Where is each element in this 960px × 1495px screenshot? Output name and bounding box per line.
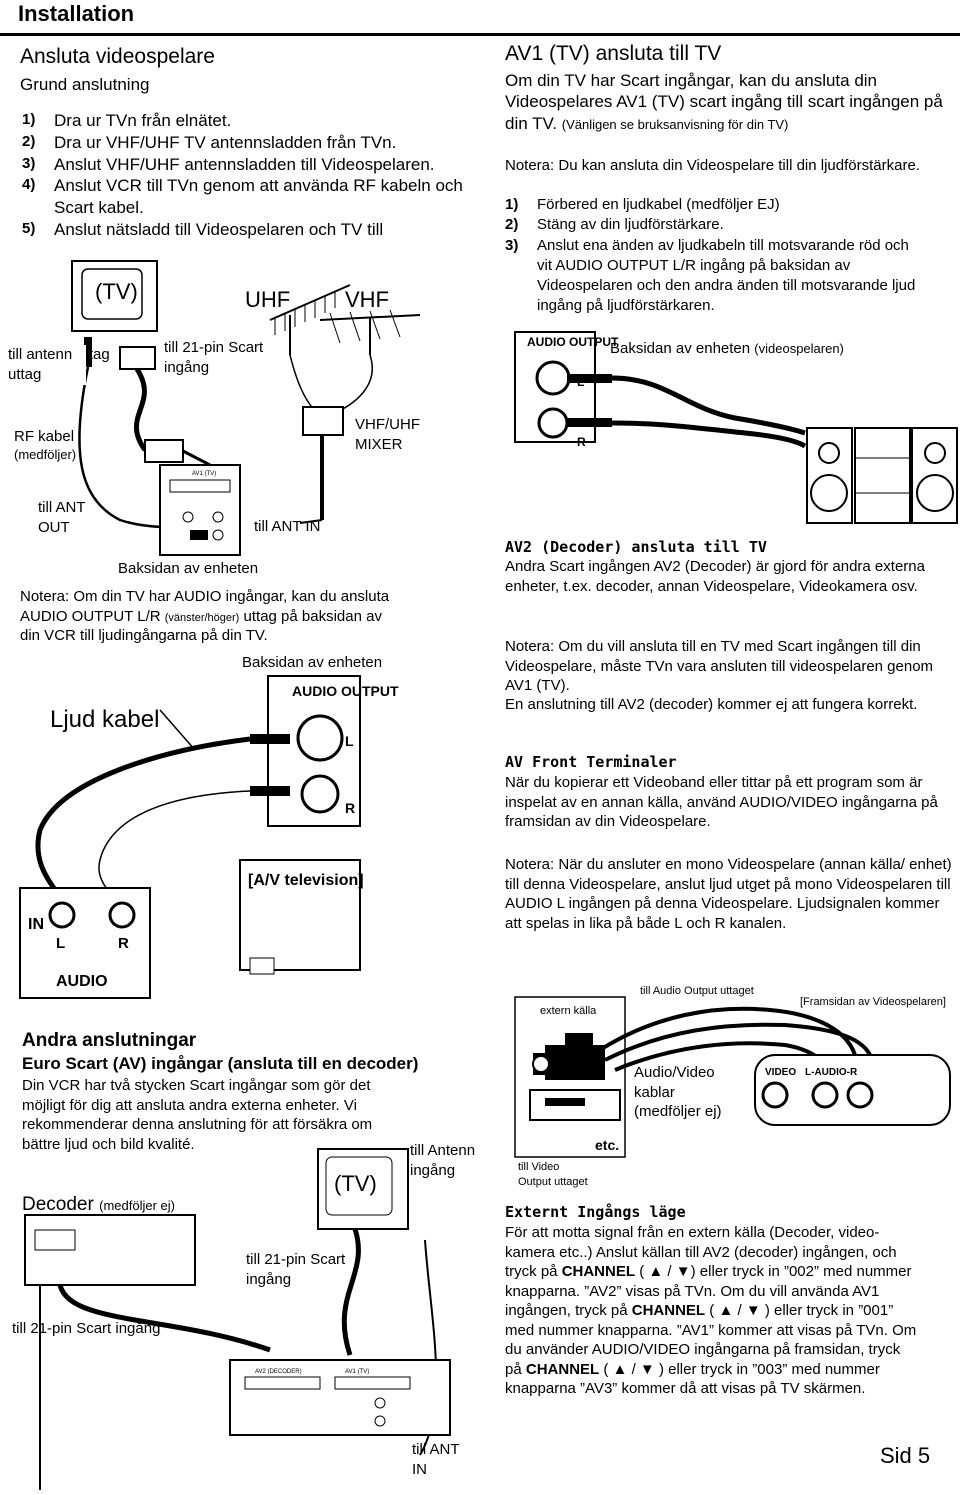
av1-step-3: 3)Anslut ena änden av ljudkabeln till mo… — [505, 236, 916, 315]
vcr-audio-output-label: AUDIO OUTPUT — [527, 335, 619, 349]
section-subheading: Grund anslutning — [20, 75, 150, 94]
antenna-plug — [84, 337, 92, 367]
section-heading: Ansluta videospelare — [20, 45, 215, 68]
av1-step-1: 1)Förbered en ljudkabel (medföljer EJ) — [505, 196, 780, 213]
external-source-label: extern källa — [540, 1005, 597, 1017]
back-of-unit-label: Baksidan av enheten — [118, 560, 259, 577]
tv-label: (TV) — [95, 279, 138, 304]
av2-note: Notera: Om du vill ansluta till en TV me… — [505, 638, 934, 694]
euro-scart-heading: Euro Scart (AV) ingångar (ansluta till e… — [22, 1054, 419, 1073]
decoder-diagram: (TV) AV2 (DECODER) AV1 (TV) — [24, 1148, 451, 1490]
av-television-label: [A/V television] — [248, 872, 364, 889]
ant-in-label-2: till ANT IN — [412, 1441, 460, 1478]
back-of-unit-label-2: Baksidan av enheten — [242, 654, 383, 671]
av1-note: Notera: Du kan ansluta din Videospelare … — [505, 157, 920, 174]
mixer-box — [302, 406, 344, 436]
page-header: Installation — [0, 0, 960, 36]
external-input-text: För att motta signal från en extern käll… — [505, 1224, 917, 1397]
antenna-socket-label-box: till antenn uttag — [8, 345, 86, 385]
audio-out-label: till Audio Output uttaget — [640, 985, 754, 997]
ant-out-label: till ANT OUT — [38, 499, 86, 536]
euro-scart-text: Din VCR har två stycken Scart ingångar s… — [22, 1077, 373, 1153]
front-audio-label: L-AUDIO-R — [805, 1067, 858, 1078]
vhf-label: VHF — [345, 287, 389, 312]
vcr-r-label: R — [577, 435, 586, 449]
rf-cable-label: RF kabel — [14, 428, 75, 445]
antenna-input-label: till Antenn ingång — [410, 1142, 476, 1179]
tv-l-label: L — [56, 935, 65, 952]
av2-label: AV2 (DECODER) — [255, 1369, 302, 1375]
video-output-label: till Video Output uttaget — [518, 1161, 588, 1188]
tv-screen — [81, 268, 143, 320]
av1-steps: 1)Förbered en ljudkabel (medföljer EJ) 2… — [505, 195, 925, 317]
av1-label: AV1 (TV) — [345, 1369, 369, 1375]
scart-input-label: till 21-pin Scart ingång — [164, 339, 264, 376]
tv-in-label: IN — [28, 916, 44, 933]
front-terminals-diagram: extern källa etc. VIDEO L-AUDIO-R — [514, 996, 951, 1158]
front-note: Notera: När du ansluter en mono Videospe… — [505, 856, 952, 932]
decoder-label: Decoder (medföljer ej) — [22, 1194, 175, 1215]
page-title: Installation — [18, 1, 135, 26]
mixer-label: VHF/UHF MIXER — [355, 416, 420, 454]
scart-tv-label: till 21-pin Scart ingång — [246, 1251, 346, 1288]
front-heading: AV Front Terminaler — [505, 753, 677, 771]
av2-note-2: En anslutning till AV2 (decoder) kommer … — [505, 696, 918, 713]
scart-decoder-label: till 21-pin Scart ingång — [12, 1320, 161, 1337]
tv-r-label: R — [118, 935, 129, 952]
other-connections-heading: Andra anslutningar — [22, 1030, 197, 1051]
front-text: När du kopierar ett Videoband eller titt… — [505, 774, 938, 830]
channel-down-icon-2: ▼ — [745, 1302, 761, 1319]
note-audio-inputs: Notera: Om din TV har AUDIO ingångar, ka… — [20, 588, 390, 644]
step-5: 5)Anslut nätsladd till Videospelaren och… — [22, 219, 384, 239]
basic-connection-diagram: (TV) UHF VHF AV1 (TV) — [71, 260, 421, 556]
channel-down-icon: ▼ — [675, 1263, 691, 1280]
step-3: 3)Anslut VHF/UHF antennsladden till Vide… — [22, 154, 435, 174]
tv-label-2: (TV) — [334, 1171, 377, 1196]
av-cables-label: Audio/Video kablar (medföljer ej) — [634, 1064, 722, 1120]
amplifier-icon — [854, 427, 911, 524]
vcr-av1-label: AV1 (TV) — [192, 471, 216, 477]
vcr-back-label: Baksidan av enheten (videospelaren) — [610, 340, 844, 357]
front-panel-label: [Framsidan av Videospelaren] — [800, 996, 946, 1008]
ant-in-label: till ANT IN — [254, 518, 321, 535]
etc-label: etc. — [595, 1137, 619, 1153]
audio-l-label: L — [345, 733, 354, 749]
av-television-icon — [239, 859, 361, 971]
av1-text: Om din TV har Scart ingångar, kan du ans… — [505, 71, 943, 133]
header-rule — [0, 0, 960, 36]
audio-cable-label: Ljud kabel — [50, 706, 160, 733]
uhf-antenna-icon — [269, 284, 351, 355]
audio-output-label: AUDIO OUTPUT — [292, 683, 399, 699]
channel-up-icon-3: ▲ — [612, 1360, 628, 1378]
channel-up-icon-2: ▲ — [718, 1302, 734, 1319]
scart-plug-vcr — [144, 439, 184, 463]
step-2: 2)Dra ur VHF/UHF TV antennsladden från T… — [22, 132, 397, 152]
step-1: 1)Dra ur TVn från elnätet. — [22, 111, 232, 130]
uhf-label: UHF — [245, 287, 290, 312]
channel-down-icon-3: ▼ — [639, 1360, 655, 1378]
channel-up-icon: ▲ — [648, 1263, 664, 1280]
av2-text: Andra Scart ingången AV2 (Decoder) är gj… — [505, 558, 925, 595]
amplifier-diagram: AUDIO OUTPUT L R — [514, 331, 958, 524]
tv-audio-label: AUDIO — [56, 973, 108, 990]
vcr-back-panel-2 — [229, 1359, 451, 1436]
page-number: Sid 5 — [880, 1443, 931, 1468]
vhf-antenna-icon — [319, 309, 421, 355]
scart-plug-tv — [119, 346, 156, 370]
av1-step-2: 2)Stäng av din ljudförstärkare. — [505, 216, 724, 234]
audio-r-label: R — [345, 800, 355, 816]
steps-list: 1)Dra ur TVn från elnätet. 2)Dra ur VHF/… — [22, 110, 492, 241]
audio-cable-diagram: AUDIO OUTPUT L R [A/V television] IN L R… — [19, 675, 399, 999]
camcorder-icon — [532, 1033, 605, 1080]
step-4: 4)Anslut VCR till TVn genom att använda … — [22, 176, 463, 217]
external-input-heading: Externt Ingångs läge — [505, 1203, 686, 1221]
av1-heading: AV1 (TV) ansluta till TV — [505, 42, 722, 65]
av2-heading: AV2 (Decoder) ansluta till TV — [505, 538, 767, 556]
front-video-label: VIDEO — [765, 1067, 796, 1078]
vcr-back-panel — [159, 464, 241, 556]
rf-cable-included: (medföljer) — [14, 447, 77, 462]
